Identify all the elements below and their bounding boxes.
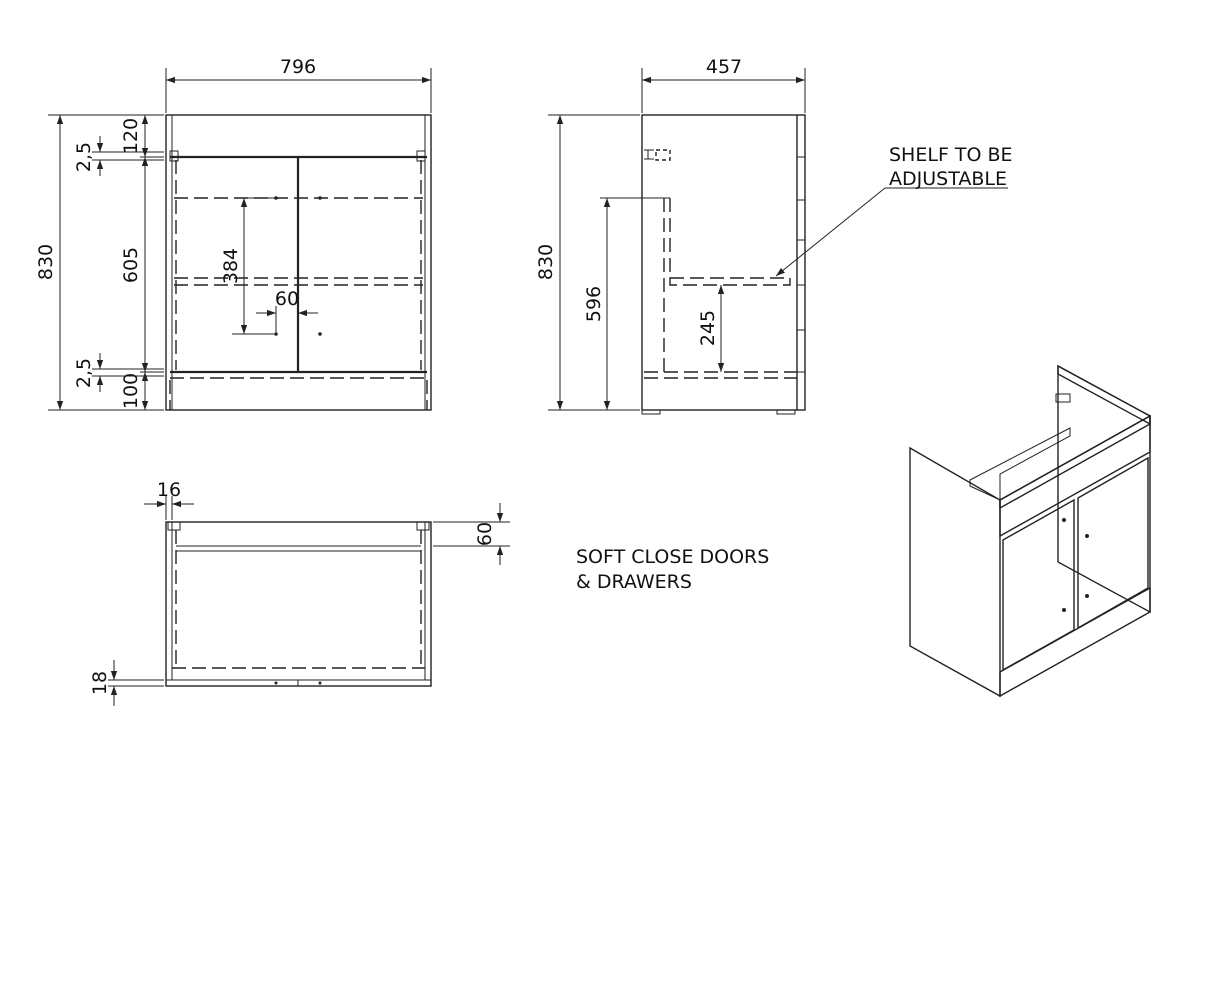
dim-bottom-gap: 2,5 — [73, 358, 95, 388]
handle-dot — [318, 332, 322, 336]
side-outline — [641, 114, 806, 411]
handle-dot — [274, 332, 278, 336]
dim-handle-offset: 60 — [275, 288, 299, 310]
iso-inner-back — [969, 427, 1071, 501]
iso-front-rail — [999, 414, 1151, 538]
handle-dot — [318, 196, 322, 200]
dim-inner-height: 596 — [583, 286, 605, 322]
iso-door-right — [1077, 456, 1149, 630]
iso-back-panel — [1057, 364, 1151, 614]
dim-rail-depth: 60 — [474, 522, 496, 546]
top-outline — [165, 521, 432, 687]
dim-side-height: 830 — [535, 244, 557, 280]
iso-left-panel — [909, 446, 1001, 698]
dim-top-rail: 120 — [120, 118, 142, 154]
front-outline — [165, 114, 432, 411]
iso-top-strip — [1057, 364, 1151, 426]
dim-shelf-height: 245 — [697, 310, 719, 346]
note-shelf-line2: ADJUSTABLE — [889, 168, 1007, 190]
dim-door-height: 605 — [120, 247, 142, 283]
note-soft-close-line1: SOFT CLOSE DOORS — [576, 546, 769, 568]
iso-plinth — [999, 586, 1151, 698]
note-soft-close-line2: & DRAWERS — [576, 571, 692, 593]
dim-base-thickness: 18 — [89, 671, 111, 695]
dim-panel-thickness: 16 — [157, 479, 181, 501]
front-view: 796 830 120 605 100 2,5 2,5 384 — [35, 56, 432, 411]
dim-side-depth: 457 — [706, 56, 742, 78]
top-view: 16 60 18 — [89, 479, 510, 706]
dim-plinth: 100 — [120, 373, 142, 409]
dim-top-gap: 2,5 — [73, 142, 95, 172]
handle-dot — [274, 196, 278, 200]
iso-door-left — [1002, 498, 1075, 672]
dim-front-height: 830 — [35, 244, 57, 280]
dim-front-width: 796 — [280, 56, 316, 78]
note-shelf-line1: SHELF TO BE — [889, 144, 1013, 166]
isometric-view — [909, 364, 1151, 698]
dim-shelf-gap: 384 — [220, 248, 242, 284]
side-view: 457 830 596 245 SHELF TO BE ADJUSTABLE — [535, 56, 1013, 415]
iso-hinge — [1055, 393, 1071, 403]
